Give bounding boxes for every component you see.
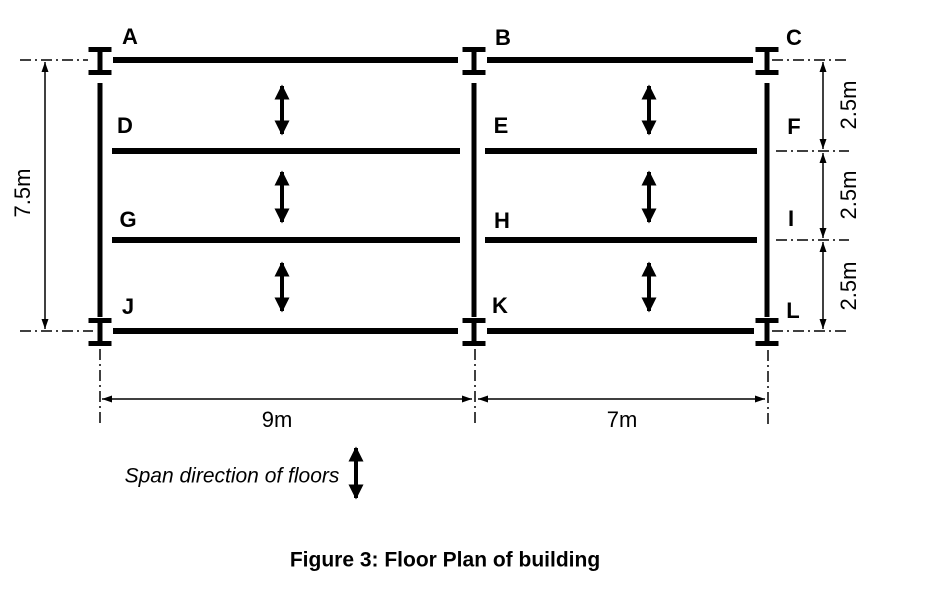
grid-label-f: F xyxy=(787,114,801,139)
column-symbol-a xyxy=(88,47,112,75)
figure-caption: Figure 3: Floor Plan of building xyxy=(289,548,601,572)
column-grid-lines xyxy=(97,83,770,317)
column-symbol-j xyxy=(88,318,112,346)
grid-label-h: H xyxy=(494,208,510,233)
grid-label-l: L xyxy=(786,298,800,323)
column-symbol-l xyxy=(755,318,779,346)
dim-label-2-5m-2: 2.5m xyxy=(836,170,861,220)
column-symbol-c xyxy=(755,47,779,75)
dim-label-2-5m-3: 2.5m xyxy=(836,261,861,311)
floor-beams xyxy=(112,57,757,334)
column-symbol-b xyxy=(462,47,486,75)
dim-label-9m: 9m xyxy=(261,407,293,432)
column-symbol-k xyxy=(462,318,486,346)
grid-label-b: B xyxy=(495,25,511,50)
dim-label-7m: 7m xyxy=(606,407,638,432)
span-direction-note: Span direction of floors xyxy=(124,464,340,488)
grid-label-a: A xyxy=(122,24,138,49)
dimension-lines xyxy=(41,62,827,403)
dim-label-2-5m-1: 2.5m xyxy=(836,80,861,130)
grid-label-c: C xyxy=(786,25,802,50)
grid-label-k: K xyxy=(492,293,508,318)
column-symbols xyxy=(88,47,779,346)
grid-label-g: G xyxy=(119,207,137,232)
span-direction-arrows xyxy=(274,84,657,500)
grid-label-i: I xyxy=(787,206,795,231)
dim-label-7-5m: 7.5m xyxy=(10,168,35,218)
centerlines xyxy=(20,59,849,427)
grid-label-e: E xyxy=(493,113,509,138)
grid-label-d: D xyxy=(117,113,133,138)
grid-label-j: J xyxy=(121,294,135,319)
